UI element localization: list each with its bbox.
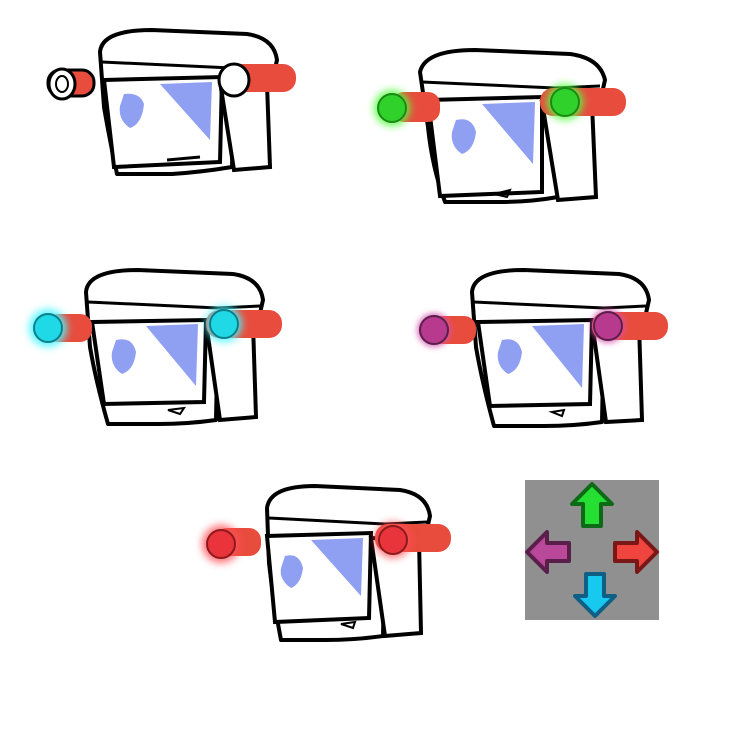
sprite-idle bbox=[42, 22, 302, 202]
arrow-down-icon bbox=[573, 572, 617, 618]
right-muzzle bbox=[209, 309, 239, 339]
right-muzzle bbox=[378, 525, 408, 555]
arrow-up-icon bbox=[570, 482, 614, 528]
tv-robot-down bbox=[29, 268, 282, 426]
barrels bbox=[46, 62, 296, 101]
tv-robot-up bbox=[374, 48, 626, 204]
right-muzzle bbox=[217, 62, 251, 98]
arrow-right-icon bbox=[613, 530, 659, 574]
sprite-up bbox=[370, 42, 630, 222]
right-muzzle bbox=[593, 311, 623, 341]
sprite-right bbox=[195, 478, 455, 658]
sprite-left bbox=[414, 262, 674, 442]
left-muzzle bbox=[33, 313, 63, 343]
tv-robot-idle bbox=[46, 28, 296, 176]
left-muzzle bbox=[419, 315, 449, 345]
arrow-left-icon bbox=[525, 530, 571, 574]
left-muzzle bbox=[206, 529, 236, 559]
tv-robot-left bbox=[417, 268, 668, 428]
tv-robot-right bbox=[202, 484, 451, 642]
right-muzzle bbox=[550, 87, 580, 117]
arrow-panel bbox=[525, 480, 659, 620]
left-muzzle bbox=[377, 93, 407, 123]
sprite-down bbox=[28, 262, 288, 442]
